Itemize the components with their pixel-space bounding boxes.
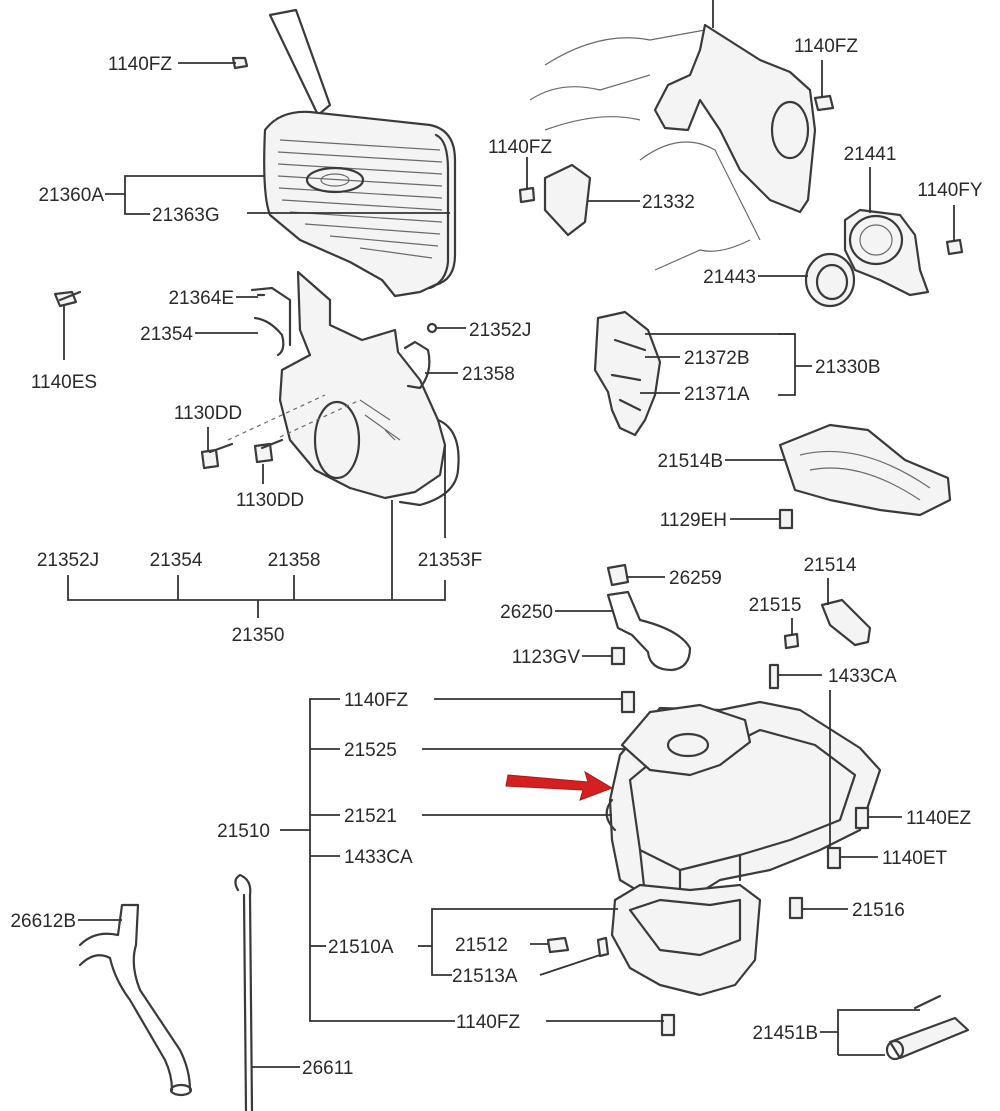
label-1140ez: 1140EZ <box>906 808 972 829</box>
label-21354: 21354 <box>140 324 193 345</box>
label-26612b: 26612B <box>10 911 76 932</box>
label-1140fz-top: 1140FZ <box>108 54 172 75</box>
label-21371a: 21371A <box>684 384 750 405</box>
label-1140fy: 1140FY <box>917 180 982 201</box>
label-group-21358: 21358 <box>268 550 321 571</box>
label-21353f: 21353F <box>418 550 482 571</box>
label-21363g: 21363G <box>152 205 220 226</box>
label-21516: 21516 <box>852 900 905 921</box>
label-21441: 21441 <box>844 144 897 165</box>
label-21512: 21512 <box>455 935 508 956</box>
label-1140fz-mid: 1140FZ <box>488 137 552 158</box>
label-21514b: 21514B <box>657 451 723 472</box>
label-21521: 21521 <box>344 806 397 827</box>
label-21525: 21525 <box>344 740 397 761</box>
label-21350: 21350 <box>232 625 285 646</box>
label-group-21354: 21354 <box>150 550 203 571</box>
label-1433ca-pan: 1433CA <box>344 847 413 868</box>
label-1129eh: 1129EH <box>660 510 727 531</box>
label-1140es: 1140ES <box>31 372 97 393</box>
label-21372b: 21372B <box>684 348 750 369</box>
label-26611: 26611 <box>302 1058 353 1079</box>
label-21358: 21358 <box>462 364 515 385</box>
part-labels: 1140FZ 21360A 21363G 21364E 21354 1140ES… <box>10 36 982 1079</box>
label-21510: 21510 <box>217 821 270 842</box>
label-21515: 21515 <box>749 595 802 616</box>
label-21364e: 21364E <box>168 288 234 309</box>
label-1130dd-upper: 1130DD <box>174 403 242 424</box>
label-21451b: 21451B <box>752 1023 818 1044</box>
label-21330b: 21330B <box>815 357 881 378</box>
label-21514: 21514 <box>804 555 857 576</box>
label-21360a: 21360A <box>38 185 104 206</box>
parts-artwork <box>53 0 970 1111</box>
label-21510a: 21510A <box>328 937 394 958</box>
red-arrow-icon <box>505 770 614 801</box>
label-1130dd-lower: 1130DD <box>236 490 304 511</box>
label-26259: 26259 <box>669 568 722 589</box>
label-26250: 26250 <box>500 602 553 623</box>
label-1140fz-bottom: 1140FZ <box>456 1012 520 1033</box>
label-1433ca-top: 1433CA <box>828 666 897 687</box>
label-21332: 21332 <box>642 192 695 213</box>
label-21513a: 21513A <box>452 966 518 987</box>
leader-lines <box>63 60 955 1068</box>
label-21352j: 21352J <box>469 320 531 341</box>
label-1140et: 1140ET <box>882 848 948 869</box>
label-group-21352j: 21352J <box>37 550 99 571</box>
label-21443: 21443 <box>703 267 756 288</box>
label-1140fz-pan: 1140FZ <box>344 690 408 711</box>
label-1140fz-tr: 1140FZ <box>794 36 858 57</box>
label-1123gv: 1123GV <box>512 647 581 668</box>
